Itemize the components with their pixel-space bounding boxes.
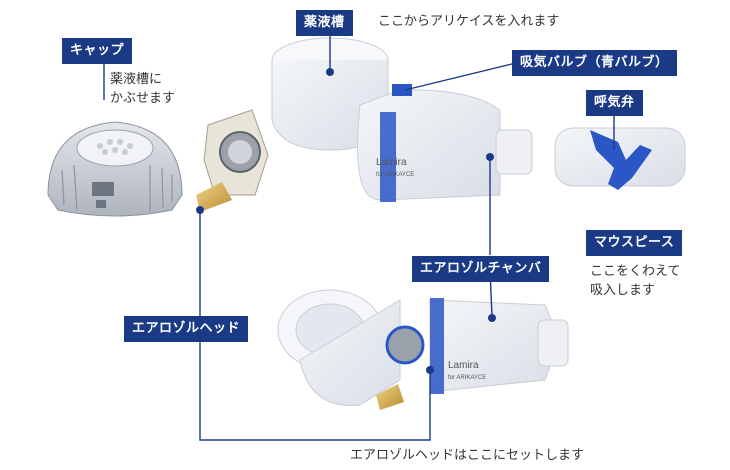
- note-medicine-tank: ここからアリケイスを入れます: [378, 14, 560, 29]
- label-exhale-valve: 呼気弁: [586, 90, 643, 116]
- cap-image: [47, 121, 183, 217]
- inhale-valve-connector: [404, 61, 521, 91]
- label-cap: キャップ: [62, 38, 133, 64]
- label-inhale-valve: 吸気バルブ（青バルブ）: [512, 50, 677, 76]
- device-brand-top: Lamira: [376, 157, 407, 168]
- label-aerosol-head: エアロゾルヘッド: [124, 316, 249, 342]
- nebulizer-assembled-image: [277, 289, 569, 410]
- device-brand-bottom: Lamira: [448, 360, 479, 371]
- device-sub-top: for ARIKAYCE: [376, 172, 414, 178]
- label-medicine-tank: 薬液槽: [296, 10, 353, 36]
- note-aerosol-head: エアロゾルヘッドはここにセットします: [350, 448, 585, 463]
- note-mouthpiece: ここをくわえて 吸入します: [590, 264, 681, 298]
- exhale-valve-image: [554, 100, 686, 190]
- label-aerosol-chamber: エアロゾルチャンバ: [412, 256, 550, 282]
- note-cap: 薬液槽に かぶせます: [110, 72, 176, 106]
- label-mouthpiece: マウスピース: [586, 230, 683, 256]
- aerosol-head-image: [196, 109, 269, 212]
- nebulizer-top-image: [271, 37, 533, 202]
- device-sub-bottom: for ARIKAYCE: [448, 375, 486, 381]
